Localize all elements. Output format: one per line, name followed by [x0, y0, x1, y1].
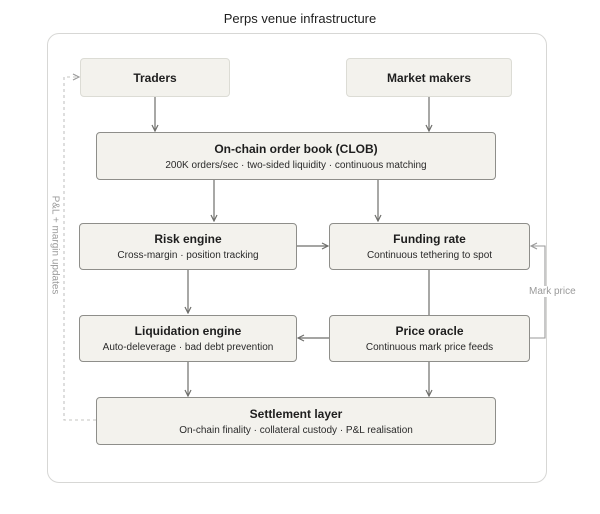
settlement-layer-label: Settlement layer	[249, 407, 343, 421]
mark-price-label: Mark price	[527, 286, 578, 297]
diagram-title: Perps venue infrastructure	[223, 11, 377, 26]
traders-node: Traders	[80, 58, 230, 97]
price-oracle-node: Price oracle Continuous mark price feeds	[329, 315, 530, 362]
liquidation-engine-label: Liquidation engine	[134, 324, 242, 338]
price-oracle-subtitle: Continuous mark price feeds	[365, 342, 494, 353]
order-book-node: On-chain order book (CLOB) 200K orders/s…	[96, 132, 496, 180]
market-makers-node: Market makers	[346, 58, 512, 97]
order-book-label: On-chain order book (CLOB)	[214, 142, 378, 156]
risk-engine-label: Risk engine	[154, 232, 222, 246]
feedback-label: P&L + margin updates	[49, 195, 61, 295]
liquidation-engine-node: Liquidation engine Auto-deleverage · bad…	[79, 315, 297, 362]
funding-rate-label: Funding rate	[393, 232, 466, 246]
market-makers-label: Market makers	[386, 71, 472, 85]
price-oracle-label: Price oracle	[395, 324, 464, 338]
settlement-layer-node: Settlement layer On-chain finality · col…	[96, 397, 496, 445]
liquidation-engine-subtitle: Auto-deleverage · bad debt prevention	[102, 342, 274, 353]
settlement-layer-subtitle: On-chain finality · collateral custody ·…	[179, 425, 413, 436]
traders-label: Traders	[133, 71, 177, 85]
funding-rate-subtitle: Continuous tethering to spot	[366, 250, 493, 261]
order-book-subtitle: 200K orders/sec · two-sided liquidity · …	[165, 160, 427, 171]
risk-engine-node: Risk engine Cross-margin · position trac…	[79, 223, 297, 270]
risk-engine-subtitle: Cross-margin · position tracking	[117, 250, 259, 261]
funding-rate-node: Funding rate Continuous tethering to spo…	[329, 223, 530, 270]
